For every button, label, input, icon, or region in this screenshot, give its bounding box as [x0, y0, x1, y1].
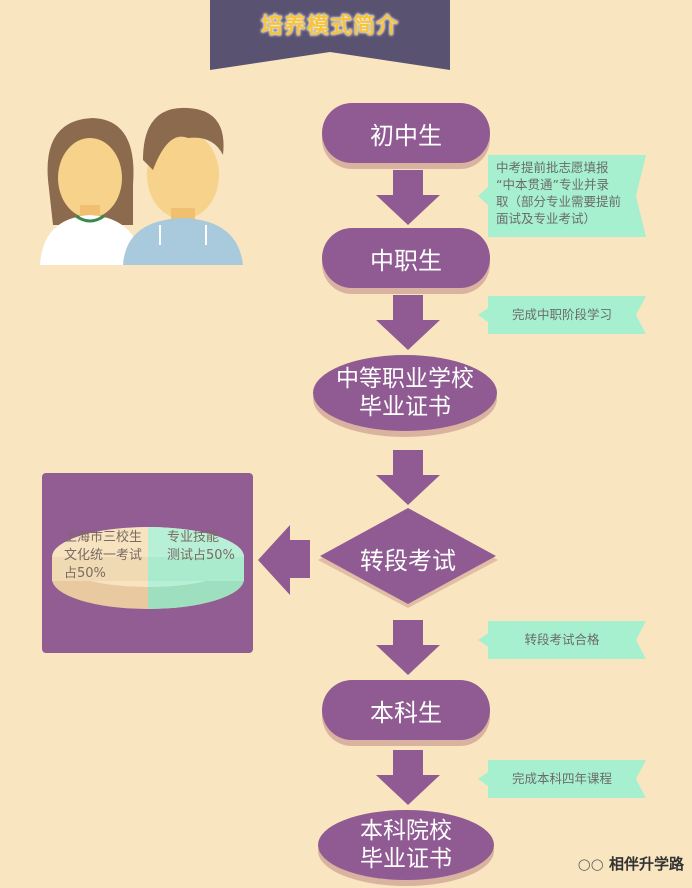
pie-label-line: 上海市三校生: [64, 530, 143, 545]
pie-label-line: 测试占50%: [167, 548, 235, 563]
exam-label: 转段考试: [360, 547, 456, 575]
boy-icon: [123, 107, 243, 265]
girl-icon: [40, 118, 142, 265]
students-illustration: [40, 107, 243, 265]
note-line: 中考提前批志愿填报: [496, 160, 609, 175]
cert-line: 毕业证书: [359, 394, 451, 420]
bachelor-certificate: 本科院校 毕业证书: [318, 810, 494, 880]
note-vocational-study: 完成中职阶段学习: [478, 296, 646, 334]
pie-label-skills: 专业技能 测试占50%: [167, 529, 235, 565]
note-bachelor-courses: 完成本科四年课程: [478, 760, 646, 798]
cert-line: 本科院校: [360, 818, 452, 844]
down-arrow-icon: [376, 450, 440, 505]
down-arrow-icon: [376, 620, 440, 675]
title-banner: [210, 0, 450, 70]
pie-label-line: 占50%: [64, 566, 106, 581]
pie-label-line: 文化统一考试: [64, 548, 143, 563]
note-text: 转段考试合格: [524, 632, 600, 647]
pie-chart: [52, 527, 244, 609]
pie-label-line: 专业技能: [167, 530, 220, 545]
step-vocational: 中职生: [322, 228, 490, 288]
left-arrow-icon: [258, 525, 310, 595]
step-junior-high: 初中生: [322, 103, 490, 163]
note-line: “中本贯通”专业并录: [496, 177, 609, 192]
note-exam-passed: 转段考试合格: [478, 621, 646, 659]
note-line: 取（部分专业需要提前: [496, 194, 622, 209]
pie-label-culture: 上海市三校生 文化统一考试 占50%: [64, 529, 142, 583]
down-arrow-icon: [376, 170, 440, 225]
exam-breakdown-box: 上海市三校生 文化统一考试 占50% 专业技能 测试占50%: [42, 473, 253, 653]
note-line: 面试及专业考试）: [496, 211, 597, 226]
vocational-certificate: 中等职业学校 毕业证书: [313, 355, 497, 431]
step-undergraduate: 本科生: [322, 680, 490, 740]
watermark-text: 相伴升学路: [608, 855, 684, 873]
note-admission: 中考提前批志愿填报 “中本贯通”专业并录 取（部分专业需要提前 面试及专业考试）: [478, 155, 646, 237]
down-arrow-icon: [376, 295, 440, 350]
cert-line: 中等职业学校: [336, 366, 474, 392]
note-text: 完成中职阶段学习: [511, 307, 612, 322]
note-text: 完成本科四年课程: [511, 771, 612, 786]
down-arrow-icon: [376, 750, 440, 805]
wechat-icon: ○○: [577, 855, 604, 873]
cert-line: 毕业证书: [360, 846, 452, 872]
page-title: 培养模式简介: [260, 14, 399, 39]
watermark: ○○ 相伴升学路: [578, 853, 684, 874]
